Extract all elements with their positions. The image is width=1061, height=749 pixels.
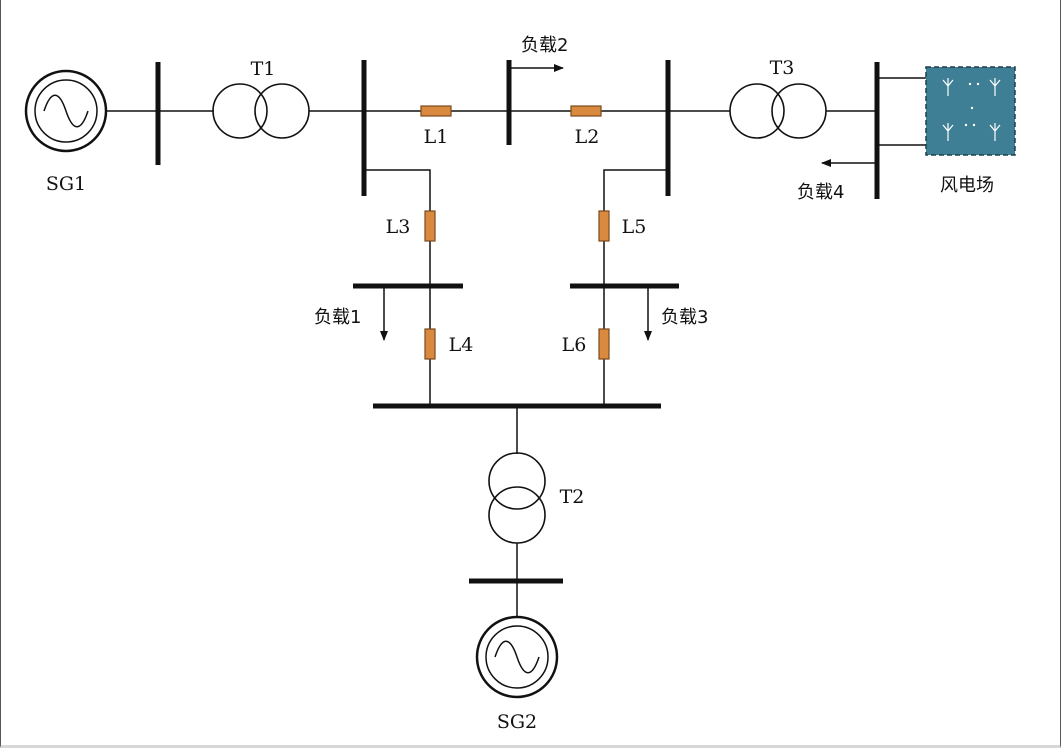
t2-label: T2: [560, 486, 585, 508]
load3-label: 负载3: [661, 307, 708, 328]
t3-label: T3: [770, 57, 795, 79]
load4-label: 负载4: [797, 182, 844, 203]
wire-right-branch: [603, 169, 668, 404]
t1-label: T1: [251, 58, 276, 80]
sg1-label: SG1: [46, 173, 86, 195]
transformer-t2: [488, 452, 546, 544]
transformer-t1: [212, 83, 310, 139]
line-l1: [420, 105, 452, 117]
line-l4: [424, 328, 436, 360]
line-l3: [424, 210, 436, 242]
wire-left-branch: [364, 169, 431, 404]
l4-label: L4: [449, 334, 474, 356]
l6-label: L6: [562, 334, 587, 356]
line-l2: [570, 105, 602, 117]
sg2-label: SG2: [497, 711, 537, 733]
line-l5: [598, 210, 610, 242]
load2-label: 负载2: [521, 35, 568, 56]
line-l6: [598, 328, 610, 360]
transformer-t3: [729, 83, 827, 139]
load1-label: 负载1: [314, 307, 361, 328]
l3-label: L3: [386, 216, 411, 238]
l5-label: L5: [622, 216, 647, 238]
generator-sg2: [475, 615, 559, 699]
generator-sg1: [24, 69, 108, 153]
wind-farm-label: 风电场: [940, 175, 994, 196]
wind-farm: [925, 66, 1016, 156]
l2-label: L2: [575, 126, 600, 148]
l1-label: L1: [424, 126, 449, 148]
